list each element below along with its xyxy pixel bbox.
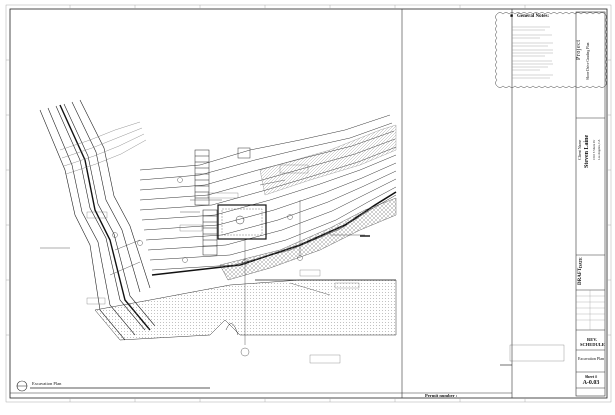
address-line-2: Los Angeles, CA	[597, 139, 601, 160]
notes-icon: ■	[510, 14, 514, 19]
fill-area	[94, 279, 397, 341]
retaining-wall-hatch	[219, 197, 397, 281]
rev-schedule-label: REV. SCHEDULE	[580, 337, 605, 347]
leader-lines	[40, 179, 365, 357]
title-block-frame	[575, 11, 606, 397]
slope-hatch	[259, 124, 397, 196]
border-ticks	[6, 5, 611, 402]
sheet-number: A-0.03	[582, 380, 600, 386]
contour-upper-left	[59, 121, 147, 175]
date-label: DATE	[578, 257, 583, 268]
permit-number-label: Permit number :	[425, 393, 458, 398]
rev-schedule-rows	[576, 290, 605, 330]
address-line-1: 1510 S Shore Dr	[592, 139, 596, 160]
sheet-border	[9, 8, 608, 399]
project-name: Shore Drive Grading Plan	[586, 42, 590, 80]
stairs	[194, 149, 218, 256]
grid-bubbles	[112, 177, 303, 265]
client-name: Steven Laine	[584, 134, 590, 168]
general-notes-title: General Notes:	[517, 14, 550, 19]
drawing-title: Excavation Plan	[577, 356, 605, 361]
view-title: Excavation Plan	[32, 381, 62, 386]
sheet-label: Sheet #	[584, 374, 598, 379]
sheet-outer-border	[5, 4, 612, 403]
draft-label: DRAFT	[578, 267, 583, 285]
structure-marker	[237, 147, 251, 159]
plan-annotations	[86, 164, 565, 364]
excavation-pit	[217, 204, 267, 240]
client-label: Client Name	[577, 139, 582, 160]
project-label: Project	[576, 39, 582, 61]
notes-text-lines	[512, 26, 553, 79]
